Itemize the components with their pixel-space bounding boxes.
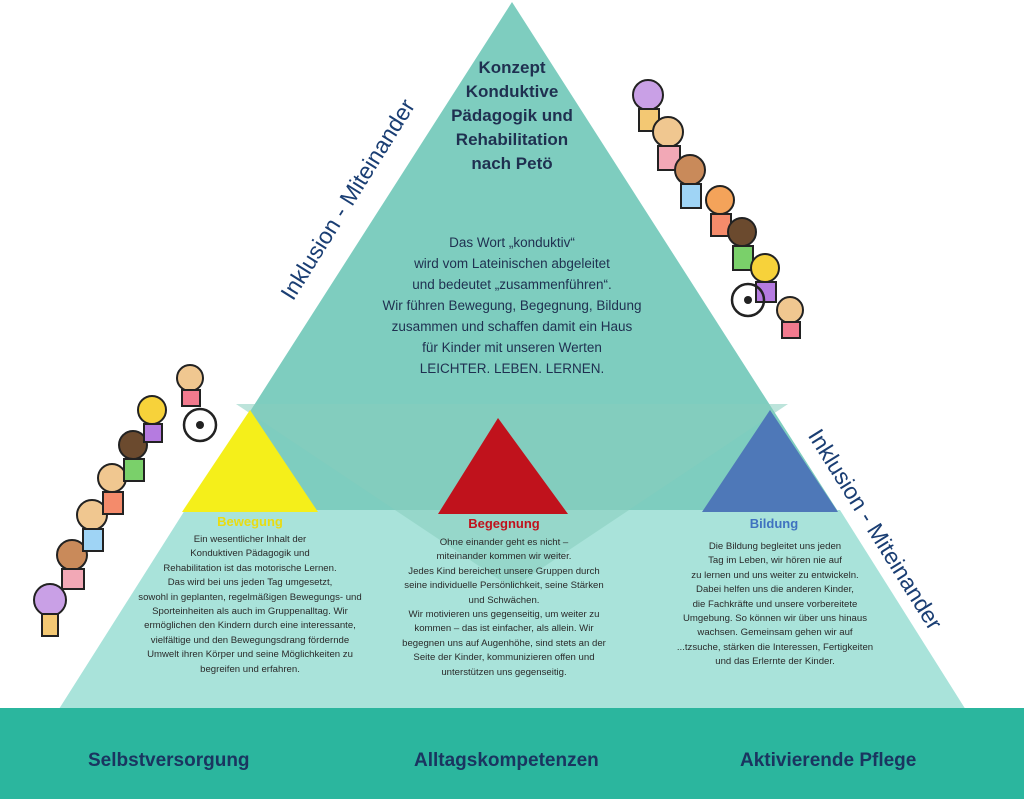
title-line: nach Petö <box>471 154 553 173</box>
begegnung-line: miteinander kommen wir weiter. <box>436 551 572 563</box>
bewegung-line: Rehabilitation ist das motorische Lernen… <box>163 562 337 574</box>
base-label-aktivierende-pflege: Aktivierende Pflege <box>740 750 917 771</box>
begegnung-line: seine individuelle Persönlichkeit, seine… <box>404 580 604 592</box>
bewegung-line: Ein wesentlicher Inhalt der <box>193 534 307 545</box>
bildung-text: Die Bildung begleitet uns jeden Tag im L… <box>640 540 910 670</box>
base-label-selbstversorgung: Selbstversorgung <box>88 750 250 771</box>
begegnung-triangle <box>438 418 568 514</box>
bildung-title: Bildung <box>749 516 799 531</box>
bewegung-line: Konduktiven Pädagogik und <box>190 548 310 560</box>
title-line: Rehabilitation <box>455 130 569 149</box>
bewegung-triangle <box>182 410 318 512</box>
children-chain-right-illustration <box>632 79 804 339</box>
bewegung-text: Ein wesentlicher Inhalt der Konduktiven … <box>105 533 395 677</box>
bewegung-line: Umwelt ihren Körper und seine Möglichkei… <box>147 649 353 661</box>
children-chain-left-illustration <box>33 364 218 637</box>
concept-title: Konzept Konduktive Pädagogik und Rehabil… <box>412 56 612 176</box>
description-line: Wir führen Bewegung, Begegnung, Bildung <box>382 298 642 313</box>
base-band <box>0 708 1024 799</box>
begegnung-line: Wir motivieren uns gegenseitig, um weite… <box>408 609 600 621</box>
bewegung-line: ermöglichen den Kindern durch eine inter… <box>144 620 356 632</box>
begegnung-line: Ohne einander geht es nicht – <box>439 537 569 548</box>
begegnung-line: Jedes Kind bereichert unsere Gruppen dur… <box>408 565 600 577</box>
bewegung-line: begreifen und erfahren. <box>200 663 300 675</box>
concept-description: Das Wort „konduktiv“ wird vom Lateinisch… <box>312 232 712 379</box>
bildung-line: Die Bildung begleitet uns jeden <box>708 541 842 552</box>
begegnung-line: und Schwächen. <box>468 594 540 606</box>
bildung-line: wachsen. Gemeinsam gehen wir auf <box>697 627 853 639</box>
base-label-alltagskompetenzen: Alltagskompetenzen <box>414 750 599 771</box>
bildung-line: Tag im Leben, wir hören nie auf <box>708 555 842 567</box>
title-line: Konduktive <box>465 82 559 101</box>
description-line: LEICHTER. LEBEN. LERNEN. <box>419 361 605 376</box>
description-line: und bedeutet „zusammenführen“. <box>412 277 612 292</box>
description-line: für Kinder mit unseren Werten <box>422 340 602 355</box>
description-line: wird vom Lateinischen abgeleitet <box>414 256 610 271</box>
bewegung-line: vielfältige und den Bewegungsdrang förde… <box>150 634 350 646</box>
begegnung-text: Ohne einander geht es nicht – miteinande… <box>369 536 639 680</box>
description-line: zusammen und schaffen damit ein Haus <box>391 319 633 334</box>
bildung-line: Umgebung. So können wir über uns hinaus <box>683 613 867 625</box>
bewegung-line: sowohl in geplanten, regelmäßigen Bewegu… <box>138 591 362 603</box>
title-line: Pädagogik und <box>451 106 573 125</box>
bewegung-title: Bewegung <box>217 514 283 529</box>
bildung-line: zu lernen und uns weiter zu entwickeln. <box>691 569 859 581</box>
bewegung-line: Sporteinheiten als auch im Gruppenalltag… <box>152 606 348 618</box>
bildung-line: die Fachkräfte und unsere vorbereitete <box>692 598 858 610</box>
begegnung-line: begegnen uns auf Augenhöhe, sind stets a… <box>402 637 606 649</box>
begegnung-line: Seite der Kinder, kommunizieren offen un… <box>413 652 595 664</box>
bildung-line: ...tzsuche, stärken die Interessen, Fert… <box>676 641 874 653</box>
bewegung-line: Das wird bei uns jeden Tag umgesetzt, <box>167 577 333 589</box>
title-line: Konzept <box>478 58 546 77</box>
begegnung-title: Begegnung <box>468 516 540 531</box>
description-line: Das Wort „konduktiv“ <box>449 235 575 250</box>
bildung-line: und das Erlernte der Kinder. <box>715 656 835 668</box>
bildung-line: Dabei helfen uns die anderen Kinder, <box>696 584 854 596</box>
begegnung-line: kommen – das ist einfacher, als allein. … <box>414 623 594 635</box>
bildung-triangle <box>702 410 838 512</box>
begegnung-line: unterstützen uns gegenseitig. <box>441 666 567 678</box>
